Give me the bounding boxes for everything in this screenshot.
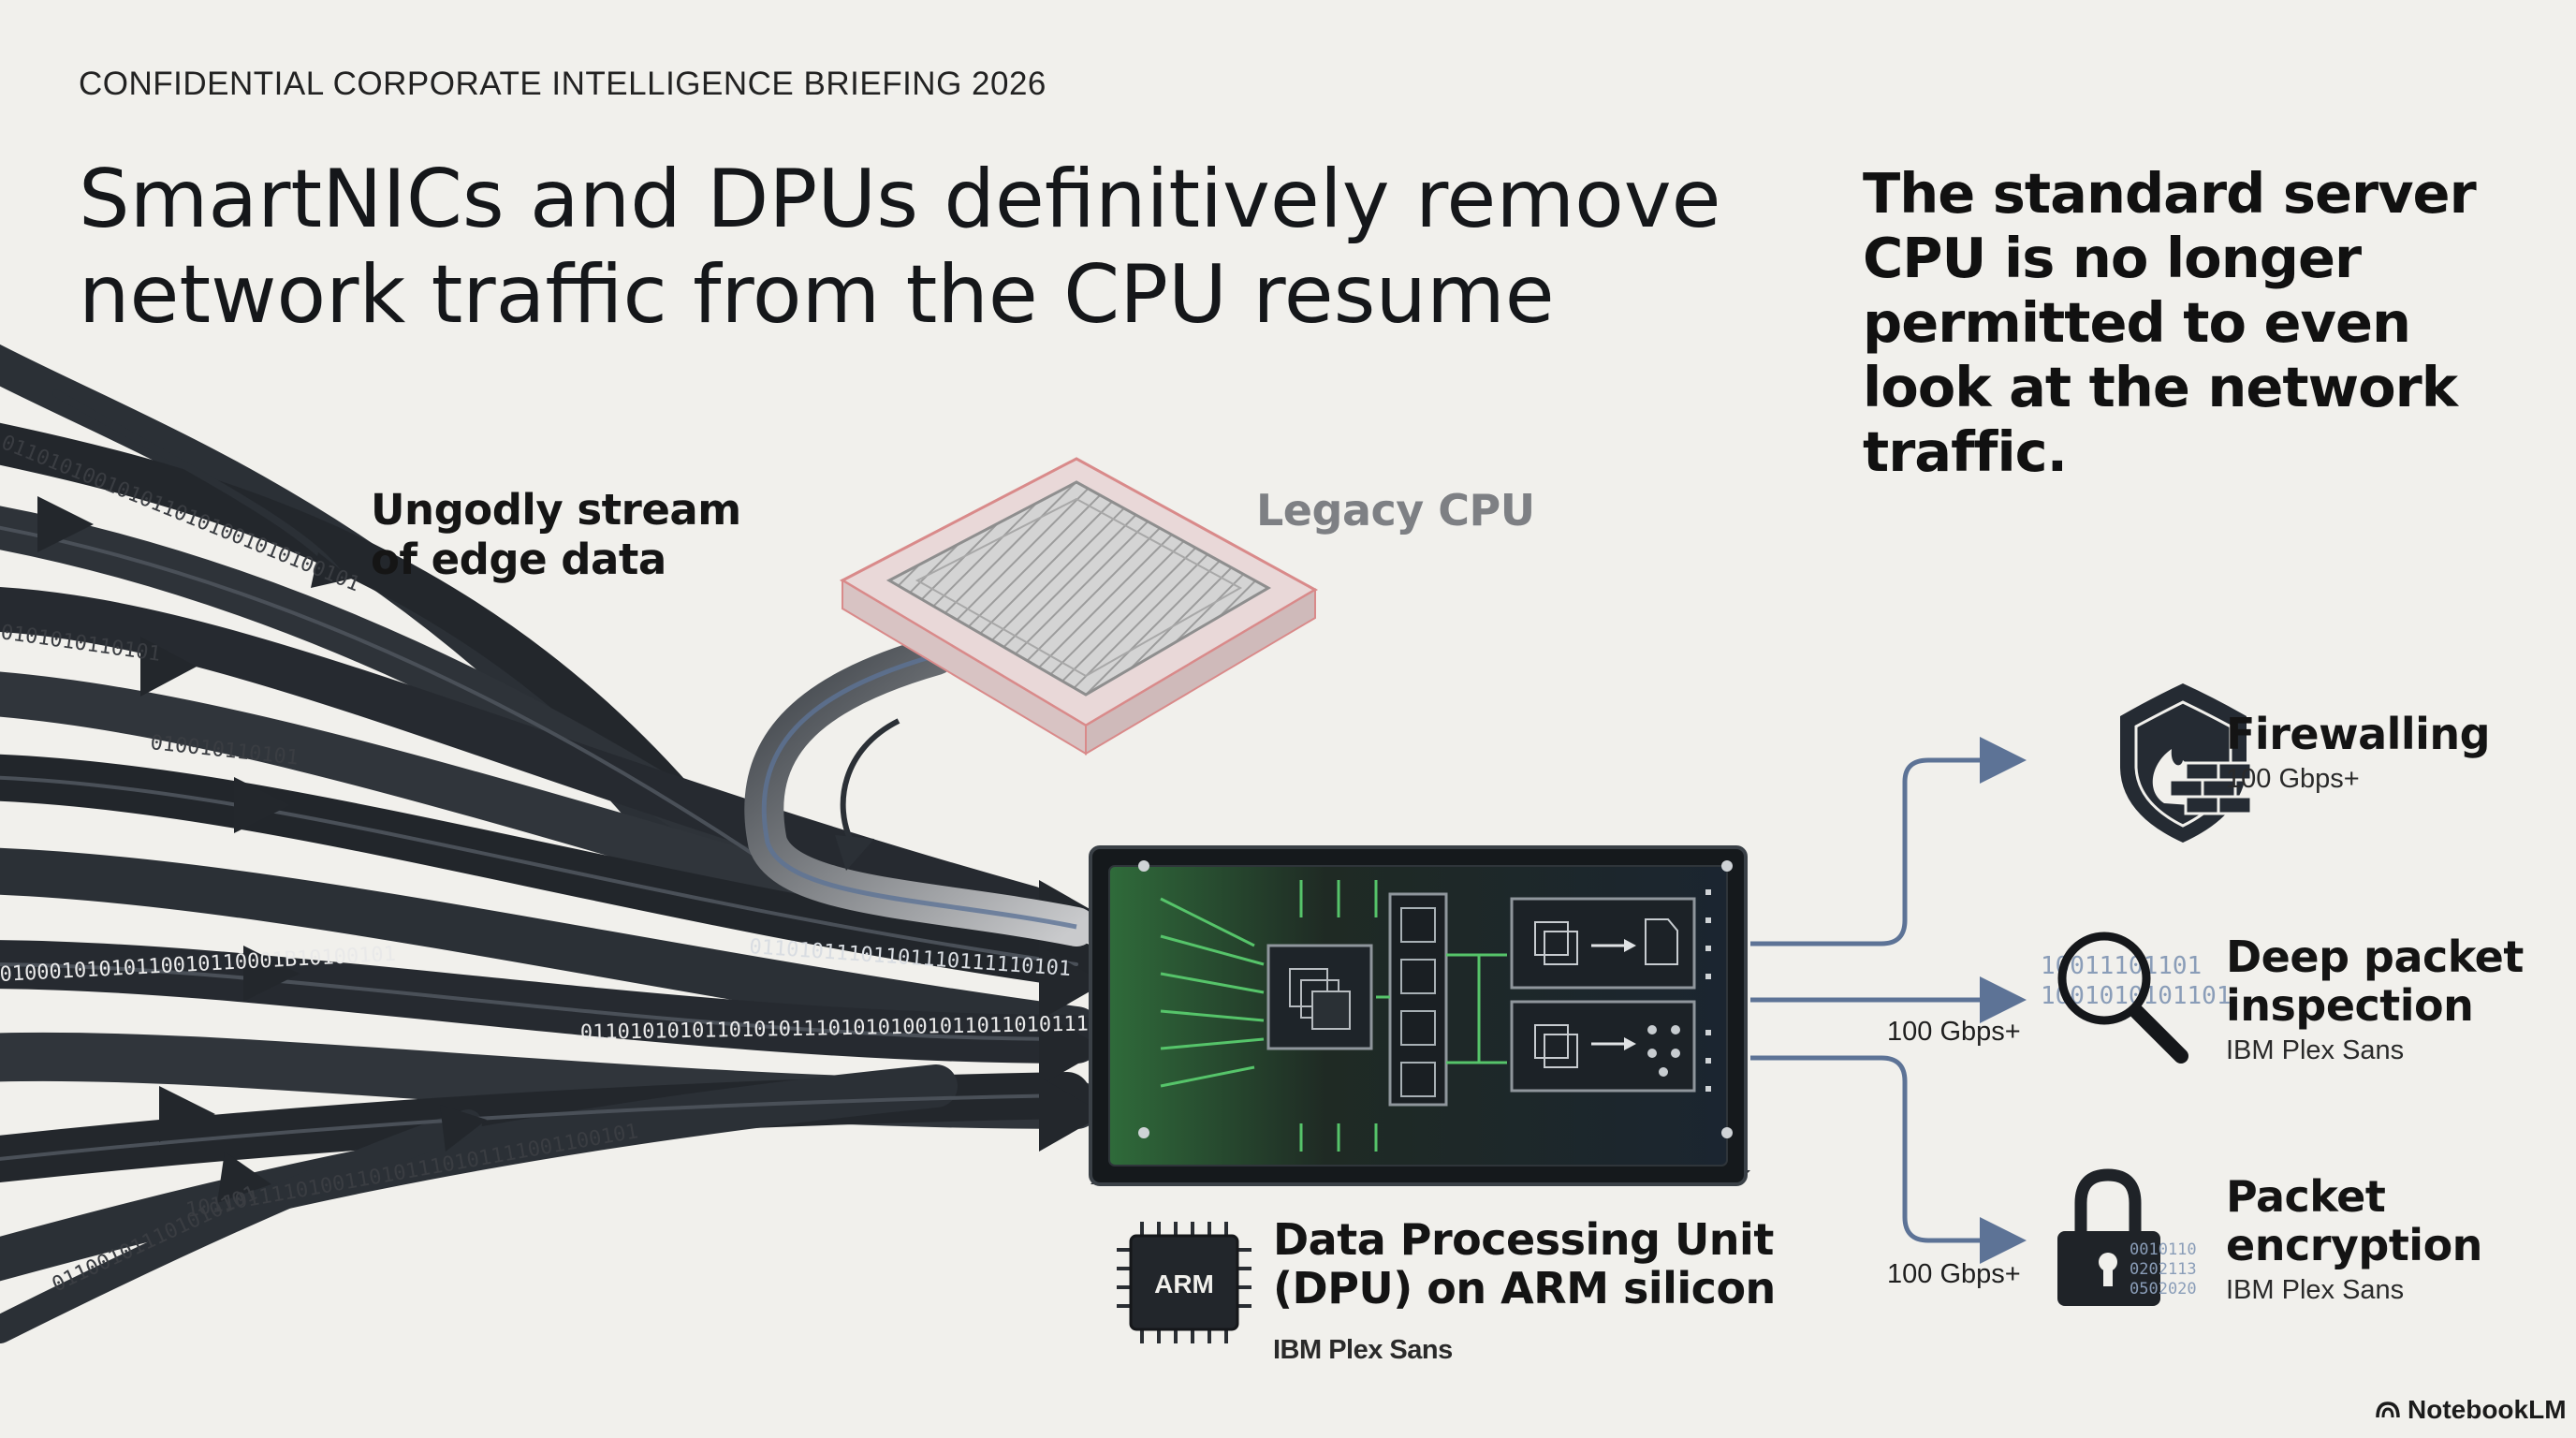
output-inspection: Deep packet inspection IBM Plex Sans xyxy=(2226,932,2544,1066)
stream-arrowhead xyxy=(243,946,300,1002)
rate-encryption: 100 Gbps+ xyxy=(1887,1259,2021,1289)
edge-data-stream xyxy=(0,344,1101,1343)
stream-ribbon xyxy=(0,847,1100,1053)
stream-ribbon xyxy=(0,422,732,863)
stream-arrowhead xyxy=(234,777,290,833)
output-title: Firewalling xyxy=(2226,709,2491,759)
arm-chip-label: ARM xyxy=(1154,1269,1214,1299)
stream-label: Ungodly stream of edge data xyxy=(371,485,741,584)
dpu-caption: Data Processing Unit (DPU) on ARM silico… xyxy=(1273,1215,1797,1374)
stream-arrowhead xyxy=(1039,1077,1105,1152)
loop-arrowhead xyxy=(835,835,874,871)
dpu-board xyxy=(1089,845,1750,1186)
legacy-cpu-chip xyxy=(839,457,1319,756)
page-title: SmartNICs and DPUs definitively remove n… xyxy=(79,153,1721,342)
padlock-binary: 0010110 xyxy=(2130,1240,2197,1259)
stream-arrowhead xyxy=(311,552,352,588)
output-connectors xyxy=(1750,737,2027,1264)
stream-arrowhead xyxy=(1039,946,1105,1020)
dpu-title: Data Processing Unit (DPU) on ARM silico… xyxy=(1273,1214,1776,1313)
briefing-eyebrow: CONFIDENTIAL CORPORATE INTELLIGENCE BRIE… xyxy=(79,66,1046,102)
output-subtitle: IBM Plex Sans xyxy=(2226,1035,2405,1065)
stream-ribbon xyxy=(52,389,341,575)
stream-arrowhead xyxy=(159,1086,215,1142)
stream-arrowhead xyxy=(140,637,197,697)
shield-firewall-icon xyxy=(2120,683,2253,843)
stream-ribbon xyxy=(0,1109,482,1343)
brand-mark: NotebookLM xyxy=(2376,1395,2567,1425)
output-subtitle: IBM Plex Sans xyxy=(2226,1275,2405,1305)
stream-arrowhead xyxy=(217,1152,271,1203)
rate-inspection: 100 Gbps+ xyxy=(1887,1017,2021,1047)
output-title: Deep packet inspection xyxy=(2226,932,2524,1031)
padlock-icon: 0010110 0202113 0502020 xyxy=(2057,1168,2197,1306)
key-callout: The standard server CPU is no longer per… xyxy=(1863,161,2477,484)
cpu-bypass-loop xyxy=(744,636,1096,946)
output-encryption: Packet encryption IBM Plex Sans xyxy=(2226,1172,2525,1306)
magnifier-icon: 10011101101 1001010101101 xyxy=(2041,932,2232,1064)
connector-firewall xyxy=(1750,737,2027,946)
legacy-cpu-label: Legacy CPU xyxy=(1256,485,1535,536)
brand-label: NotebookLM xyxy=(2408,1395,2567,1424)
stream-arrowhead xyxy=(37,496,94,552)
connector-encryption xyxy=(1750,1055,2027,1264)
stream-arrowhead xyxy=(1039,1011,1105,1086)
padlock-binary: 0202113 xyxy=(2130,1260,2197,1279)
dpu-subtitle: IBM Plex Sans xyxy=(1273,1335,1453,1365)
notebooklm-logo-icon xyxy=(2376,1401,2400,1418)
padlock-binary: 0502020 xyxy=(2130,1280,2197,1299)
output-firewall: Firewalling 100 Gbps+ xyxy=(2226,709,2491,795)
arm-chip-icon: ARM xyxy=(1117,1222,1251,1343)
stream-arrowhead xyxy=(440,1105,487,1152)
output-title: Packet encryption xyxy=(2226,1171,2482,1270)
stream-ribbon xyxy=(0,587,1052,931)
output-subtitle: 100 Gbps+ xyxy=(2226,764,2360,794)
